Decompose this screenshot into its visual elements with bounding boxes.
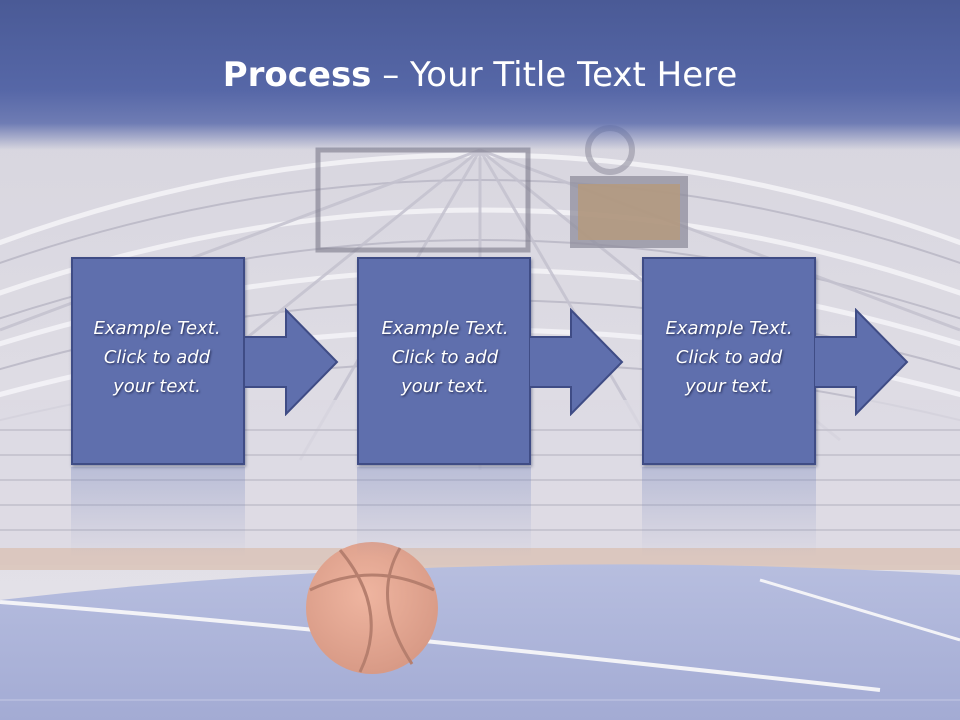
step-2-reflection (357, 467, 531, 557)
title-emphasis: Process (222, 55, 372, 95)
step-3-text[interactable]: Example Text. Click to add your text. (643, 314, 815, 401)
title-bar (0, 0, 960, 150)
step-1-reflection (71, 467, 245, 557)
slide-title[interactable]: Process – Your Title Text Here (0, 52, 960, 98)
right-arrow-icon (529, 308, 624, 416)
title-text: – Your Title Text Here (371, 55, 738, 95)
step-2-line-2: Click to add (391, 347, 499, 368)
step-2-box[interactable] (357, 257, 531, 465)
step-2-line-1: Example Text. (381, 318, 509, 339)
step-3-reflection (642, 467, 816, 557)
basketball-icon (306, 542, 438, 674)
right-arrow-icon (814, 308, 909, 416)
right-arrow-icon (244, 308, 339, 416)
step-1-line-3: your text. (113, 376, 201, 397)
step-1-text[interactable]: Example Text. Click to add your text. (71, 314, 243, 401)
step-3-line-3: your text. (685, 376, 773, 397)
step-3-box[interactable] (642, 257, 816, 465)
step-2-line-3: your text. (401, 376, 489, 397)
step-3-line-2: Click to add (675, 347, 783, 368)
step-1-line-2: Click to add (103, 347, 211, 368)
step-2-text[interactable]: Example Text. Click to add your text. (359, 314, 531, 401)
step-3-line-1: Example Text. (665, 318, 793, 339)
step-1-line-1: Example Text. (93, 318, 221, 339)
